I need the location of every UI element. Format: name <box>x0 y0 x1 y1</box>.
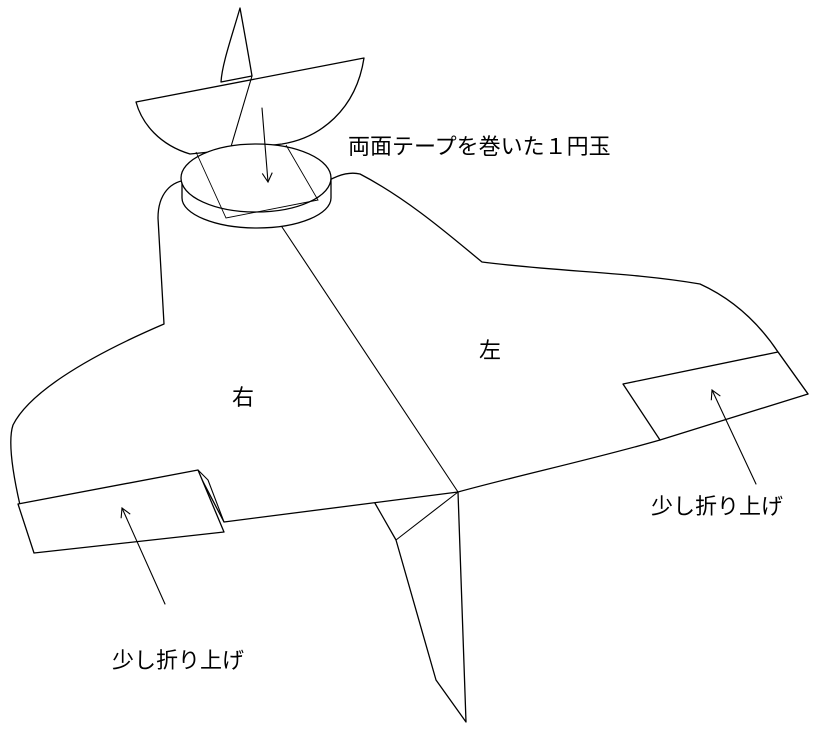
left-fold-arrow <box>710 388 757 485</box>
tail-stabilizer <box>135 57 365 155</box>
tail-fin-spine <box>229 75 253 151</box>
wing-body <box>10 172 809 523</box>
fold-left-wing-label: 少し折り上げ <box>651 495 784 520</box>
fold-right-wing-label: 少し折り上げ <box>112 649 245 674</box>
left-wing-label: 左 <box>479 339 502 364</box>
bottom-fin <box>371 491 467 723</box>
coin-label: 両面テープを巻いた１円玉 <box>348 135 611 160</box>
right-fold-arrow <box>120 506 166 605</box>
coin-placement-arrow <box>261 107 273 184</box>
right-wing-label: 右 <box>232 386 255 411</box>
center-crease <box>279 223 459 493</box>
bottom-fin-crease <box>395 491 459 541</box>
tail-fin <box>220 7 253 83</box>
tape-outline <box>195 144 319 219</box>
right-flap-edge <box>197 469 225 523</box>
